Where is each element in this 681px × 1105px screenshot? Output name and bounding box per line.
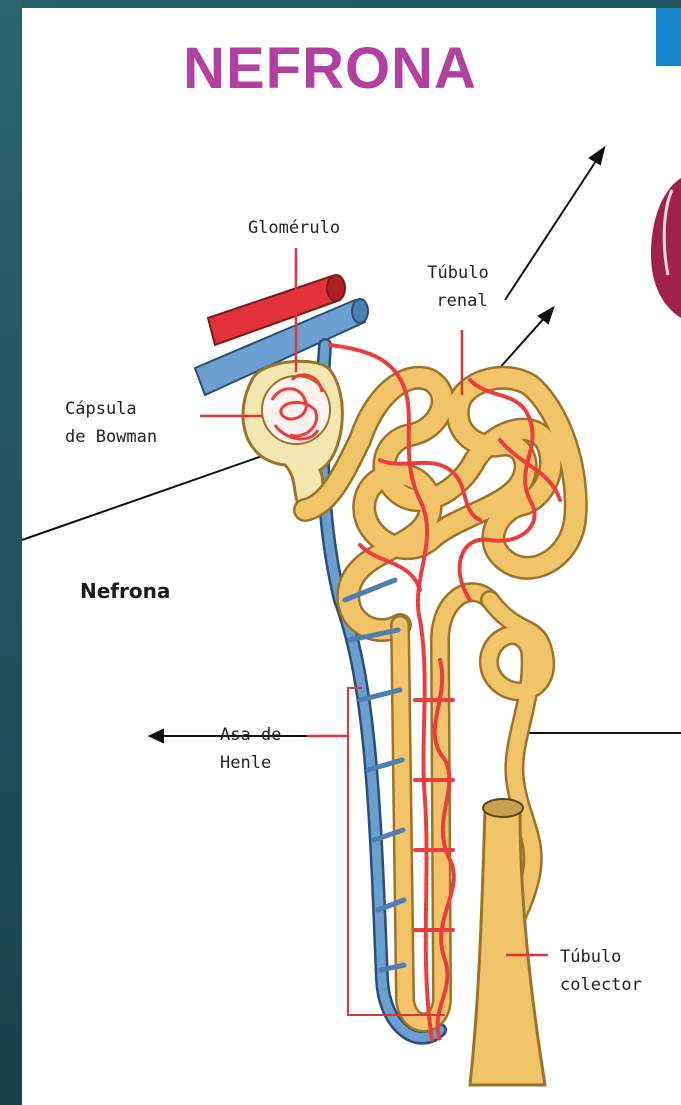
- label-colector-1: Túbulo: [560, 947, 621, 967]
- label-tubulo-renal-2: renal: [436, 291, 487, 311]
- label-tubulo-renal-1: Túbulo: [427, 263, 488, 283]
- label-capsula-1: Cápsula: [65, 399, 137, 419]
- label-colector-2: colector: [560, 975, 642, 995]
- label-asa-1: Asa de: [220, 725, 281, 745]
- label-nefrona: Nefrona: [80, 579, 170, 603]
- label-capsula-2: de Bowman: [65, 427, 157, 447]
- label-glomerulo: Glomérulo: [248, 218, 340, 238]
- label-asa-2: Henle: [220, 753, 271, 773]
